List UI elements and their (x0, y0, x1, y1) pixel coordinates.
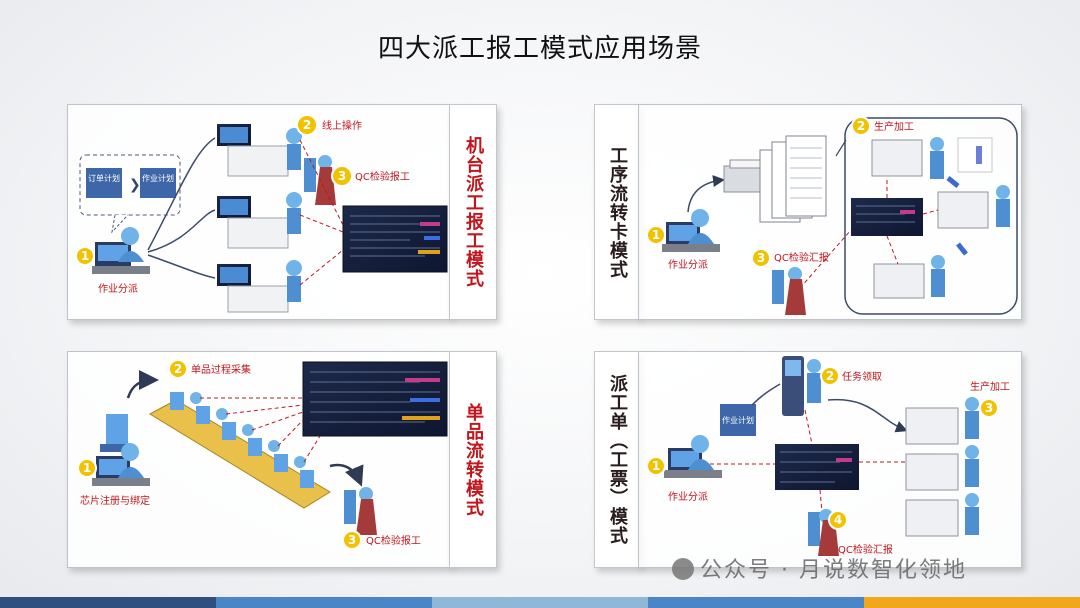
machine-station-icon (217, 260, 302, 313)
step-badge-4-3: 3 (985, 401, 993, 415)
bottom-bar-segment (0, 597, 216, 608)
step-badge-1-2: 2 (303, 118, 311, 132)
step-label-4-1: 作业分派 (668, 491, 708, 503)
mode-label-single-item-text: 单品流转模式 (463, 402, 484, 517)
process-card-docs (759, 135, 827, 223)
bubble-arrow: ❯ (129, 177, 141, 193)
step-label-2-1: 作业分派 (668, 259, 708, 271)
step-badge-2-1: 1 (652, 228, 660, 242)
wechat-icon (672, 558, 694, 580)
report-dashboard-screen (851, 198, 923, 236)
printer-icon (723, 159, 767, 193)
panel-1-graphics: 订单计划 ❯ 作业计划 1 作业分派 (75, 114, 448, 313)
step-badge-4-1: 1 (652, 459, 660, 473)
machine-station-icon (905, 493, 979, 537)
step-badge-1-3: 3 (338, 169, 346, 183)
bottom-bar-segment (648, 597, 864, 608)
order-plan-text: 订单计划 (88, 173, 120, 183)
dispatcher-person-icon (92, 443, 150, 486)
step-label-4-2: 任务领取 (842, 370, 882, 383)
work-plan-box-text: 作业计划 (722, 415, 754, 425)
step-label-1-1: 作业分派 (98, 283, 138, 295)
panel-3-graphics: 1 芯片注册与绑定 2 单品过程采集 (77, 359, 448, 550)
step-badge-2-3: 3 (757, 251, 765, 265)
bottom-bar-segment (864, 597, 1080, 608)
panel-2-graphics: 1 作业分派 2 生产加工 (646, 116, 1018, 315)
panel-4-graphics: 作业计划 1 作业分派 2 任务领取 (646, 356, 1010, 556)
machine-station-icon (937, 185, 1010, 229)
mode-label-work-ticket: 派工单（工票）模式 (594, 351, 640, 568)
work-plan-doc (140, 168, 176, 198)
step-label-4-4: QC检验汇报 (838, 543, 893, 556)
step-label-1-3: QC检验报工 (355, 170, 410, 183)
step-badge-3-3: 3 (348, 533, 356, 547)
step-badge-3-1: 1 (83, 461, 91, 475)
step-badge-3-2: 2 (174, 362, 182, 376)
step-badge-4-4: 4 (834, 513, 842, 527)
dispatcher-person-icon (662, 209, 720, 252)
qc-inspector-icon (772, 267, 806, 315)
registration-station-icon (100, 414, 134, 452)
step-label-1-2: 线上操作 (322, 119, 362, 132)
mode-label-machine: 机台派工报工模式 (449, 104, 497, 320)
step-badge-2-2: 2 (857, 119, 865, 133)
mode-label-machine-text: 机台派工报工模式 (463, 136, 484, 288)
machine-station-icon (905, 445, 979, 491)
step-label-3-3: QC检验报工 (366, 534, 421, 547)
mode-label-single-item: 单品流转模式 (449, 351, 497, 568)
watermark-text: 公众号 · 月说数智化领地 (700, 558, 967, 583)
process-loop-frame (844, 117, 1018, 315)
step-label-3-1: 芯片注册与绑定 (80, 494, 150, 507)
step-label-4-3: 生产加工 (970, 380, 1010, 393)
dispatcher-person-icon (92, 227, 150, 274)
machine-station-icon (905, 397, 979, 445)
assembly-line-belt (148, 399, 331, 509)
mode-label-process-card: 工序流转卡模式 (594, 104, 640, 320)
machine-station-icon (871, 137, 944, 179)
watermark: 公众号 · 月说数智化领地 (672, 552, 967, 584)
chart-thumbnail (957, 137, 993, 173)
qc-inspector-icon (344, 487, 377, 535)
page-title: 四大派工报工模式应用场景 (377, 34, 702, 64)
machine-station-icon (217, 192, 302, 249)
work-plan-box (720, 404, 756, 436)
report-dashboard-screen (775, 444, 859, 490)
dispatcher-person-icon (664, 435, 722, 478)
machine-station-icon (873, 255, 945, 299)
step-label-2-3: QC检验汇报 (774, 251, 829, 264)
machine-station-icon (217, 124, 302, 177)
step-badge-1-1: 1 (81, 249, 89, 263)
mode-label-work-ticket-text: 派工单（工票）模式 (607, 374, 628, 545)
step-label-2-2: 生产加工 (874, 120, 914, 133)
order-plan-doc (86, 168, 122, 198)
kiosk-terminal-icon (782, 356, 804, 416)
step-label-3-2: 单品过程采集 (191, 363, 251, 376)
assembly-workstations (170, 392, 314, 488)
mode-label-process-card-text: 工序流转卡模式 (607, 145, 628, 279)
step-badge-4-2: 2 (826, 369, 834, 383)
bottom-bar-segment (216, 597, 432, 608)
bottom-bar-segment (432, 597, 648, 608)
work-plan-text: 作业计划 (142, 173, 174, 183)
